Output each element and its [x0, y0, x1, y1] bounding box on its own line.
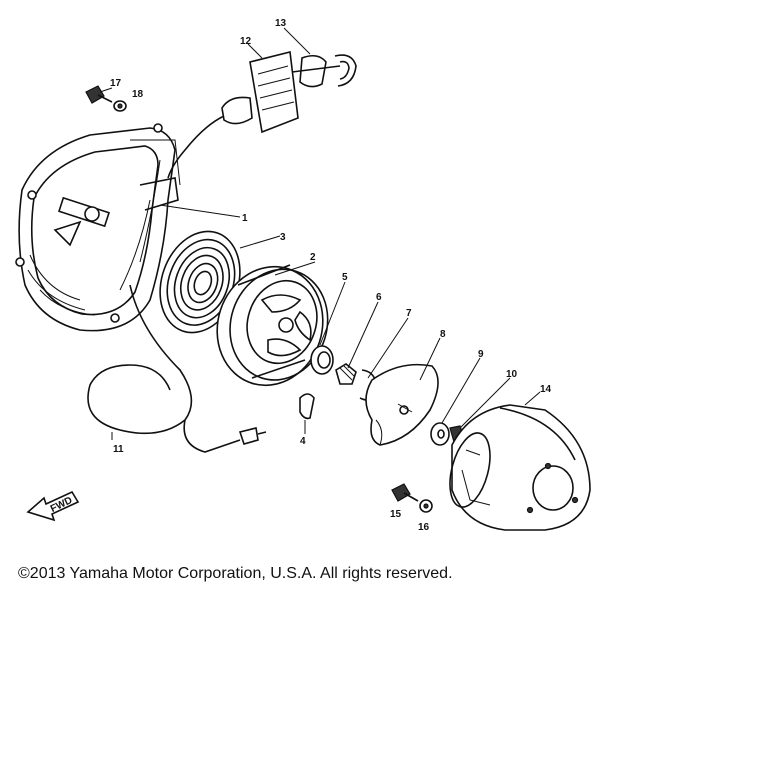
- callout-10: 10: [506, 369, 518, 380]
- bolt-15-washer-16: [391, 483, 433, 513]
- callout-2: 2: [310, 252, 316, 263]
- starter-pulley: [449, 404, 591, 531]
- callout-12: 12: [240, 36, 252, 47]
- pawl: [299, 393, 315, 420]
- callout-6: 6: [376, 292, 382, 303]
- callout-13: 13: [275, 18, 287, 29]
- callout-16: 16: [418, 522, 430, 533]
- sheave-drum: [216, 264, 329, 387]
- callout-15: 15: [390, 509, 402, 520]
- front-arrow-label: FWD: [49, 495, 74, 515]
- small-parts-5-6-7: [310, 345, 378, 401]
- callout-1: 1: [242, 213, 248, 224]
- callout-numbers: 1 2 3 4 5 6 7 8 9 10 11 12 13 14 15 16 1…: [110, 18, 552, 533]
- callout-8: 8: [440, 329, 446, 340]
- exploded-parts-diagram: 1 2 3 4 5 6 7 8 9 10 11 12 13 14 15 16 1…: [15, 18, 591, 533]
- callout-17: 17: [110, 78, 122, 89]
- bolt-17-washer-18: [85, 85, 127, 112]
- starter-handle: [167, 51, 357, 179]
- callout-11: 11: [113, 444, 124, 455]
- friction-plate: [365, 363, 439, 446]
- leader-lines: [99, 27, 541, 440]
- spiral-spring: [159, 230, 241, 334]
- callout-14: 14: [540, 384, 552, 395]
- copyright-notice: ©2013 Yamaha Motor Corporation, U.S.A. A…: [18, 565, 453, 582]
- callout-5: 5: [342, 272, 348, 283]
- callout-18: 18: [132, 89, 144, 100]
- callout-9: 9: [478, 349, 484, 360]
- starter-case: [15, 123, 181, 332]
- starter-rope: [87, 284, 267, 453]
- callout-4: 4: [300, 436, 306, 447]
- callout-3: 3: [280, 232, 286, 243]
- callout-7: 7: [406, 308, 412, 319]
- front-arrow: FWD: [26, 490, 80, 522]
